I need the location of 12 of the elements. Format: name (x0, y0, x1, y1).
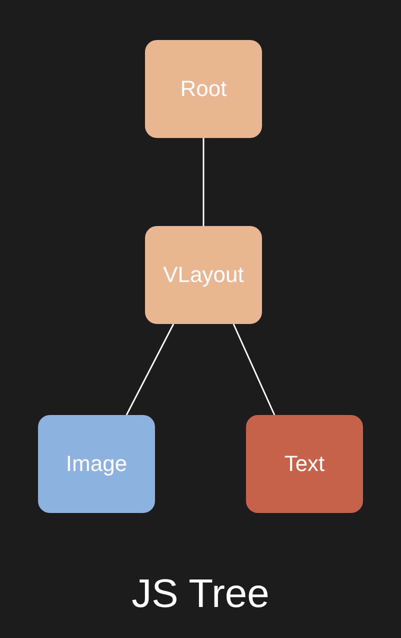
tree-node-box (145, 226, 262, 324)
node-label: Image (66, 451, 128, 477)
tree-node-box (246, 415, 363, 513)
connector-line (126, 324, 174, 416)
tree-node-box (145, 40, 262, 138)
connector-line (202, 138, 204, 226)
node-label: VLayout (163, 262, 244, 288)
connector-line (232, 324, 276, 416)
tree-node-box (38, 415, 155, 513)
node-label: Root (180, 76, 227, 102)
node-label: Text (284, 451, 325, 477)
diagram-title: JS Tree (130, 572, 270, 617)
